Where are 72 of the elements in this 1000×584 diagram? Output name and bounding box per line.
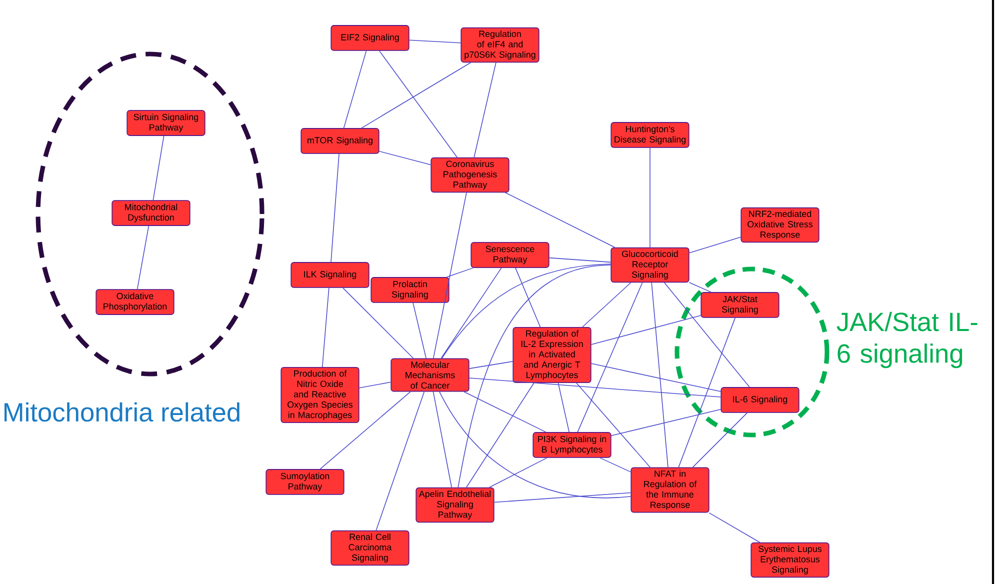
connector-line xyxy=(408,40,462,44)
connector-line xyxy=(688,282,712,292)
connector-line xyxy=(678,318,736,468)
connector-line xyxy=(582,282,632,328)
connector-line xyxy=(412,302,426,359)
connector-line xyxy=(688,236,742,254)
pathway-box: mTOR Signaling xyxy=(300,128,380,154)
connector-line xyxy=(610,409,722,436)
connector-line xyxy=(322,288,330,368)
connector-line xyxy=(515,268,541,328)
connector-line xyxy=(330,154,340,262)
pathway-box: ILK Signaling xyxy=(290,262,370,288)
group-label: Mitochondria related xyxy=(4,402,240,422)
connector-line xyxy=(708,512,760,543)
connector-line xyxy=(152,136,164,200)
pathway-box: EIF2 Signaling xyxy=(330,25,410,51)
connector-line xyxy=(136,226,150,290)
connector-line xyxy=(577,282,643,432)
connector-line xyxy=(576,382,650,468)
connector-line xyxy=(494,492,632,503)
pathway-box: Systemic Lupus Erythematosus Signaling xyxy=(750,542,830,578)
connector-line xyxy=(600,458,632,472)
group-label: JAK/Stat IL-6 signaling xyxy=(836,312,978,368)
connector-line xyxy=(651,282,668,468)
connector-line xyxy=(361,62,472,128)
connector-line xyxy=(446,268,474,278)
connector-line xyxy=(548,257,612,263)
connector-line xyxy=(590,363,722,392)
pathway-box: Glucocorticoid Receptor Signaling xyxy=(610,247,690,283)
pathway-box: Prolactin Signaling xyxy=(370,277,450,303)
pathway-box: JAK/Stat Signaling xyxy=(700,292,780,318)
pathway-box: Oxidative Phosphorylation xyxy=(96,289,174,315)
pathway-box: Sumoylation Pathway xyxy=(266,469,344,495)
connector-line xyxy=(474,62,496,158)
connector-line xyxy=(442,264,612,359)
pathway-box: NFAT in Regulation of the Immune Response xyxy=(630,467,710,513)
connector-line xyxy=(376,391,425,531)
connector-line xyxy=(664,282,750,388)
connector-line xyxy=(458,264,612,488)
connector-line xyxy=(468,378,722,398)
connector-line xyxy=(320,391,411,470)
connector-line xyxy=(439,391,632,498)
pathway-box: PI3K Signaling in B Lymphocytes xyxy=(532,432,612,458)
connector-line xyxy=(590,315,702,345)
connector-line xyxy=(488,458,548,488)
pathway-box: Senescence Pathway xyxy=(470,242,550,268)
connector-line xyxy=(692,412,748,468)
pathway-box: Huntington's Disease Signaling xyxy=(610,122,690,148)
pathway-box: Regulation of IL-2 Expression in Activated and Anergic T Lymphocytes xyxy=(512,327,592,383)
pathway-box: Apelin Endothelial Signaling Pathway xyxy=(416,487,494,523)
connector-line xyxy=(379,50,458,158)
pathway-box: NRF2-mediated Oxidative Stress Response xyxy=(740,207,820,243)
connector-line xyxy=(504,192,616,248)
connector-line xyxy=(468,361,514,369)
connector-line xyxy=(432,391,452,488)
connector-line xyxy=(466,382,534,488)
pathway-box: Coronavirus Pathogenesis Pathway xyxy=(430,157,510,193)
connector-line xyxy=(378,150,432,166)
pathway-box: IL-6 Signaling xyxy=(720,387,800,413)
connector-line xyxy=(358,382,392,388)
connector-line xyxy=(343,50,367,128)
pathway-box: Sirtuin Signaling Pathway xyxy=(126,110,206,136)
pathway-box: Mitochondrial Dysfunction xyxy=(112,200,190,226)
pathway-box: Renal Cell Carcinoma Signaling xyxy=(330,530,410,566)
pathway-box: Molecular Mechanisms of Cancer xyxy=(390,358,470,392)
pathway-box: Regulation of eIF4 and p70S6K Signaling xyxy=(460,27,540,63)
connector-line xyxy=(558,382,570,432)
connector-line xyxy=(432,192,467,359)
connector-line xyxy=(440,268,502,359)
pathway-box: Production of Nitric Oxide and Reactive Oxygen Species in Macrophages xyxy=(280,367,360,423)
connector-line xyxy=(464,391,546,432)
connector-line xyxy=(342,288,414,359)
